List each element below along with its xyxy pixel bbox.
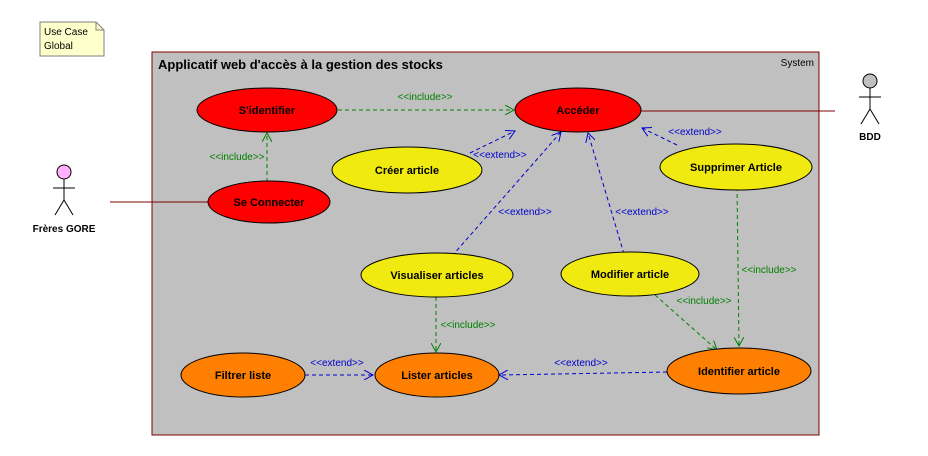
include-label: <<include>> xyxy=(397,92,452,103)
include-label: <<include>> xyxy=(741,265,796,276)
note-line-1: Use Case xyxy=(44,27,88,38)
extend-link xyxy=(588,133,625,255)
use-case-label: Se Connecter xyxy=(234,197,306,209)
actor-label: BDD xyxy=(859,132,881,143)
include-link xyxy=(737,186,739,346)
use-case-label: Accéder xyxy=(556,105,600,117)
use-case-modifier-article[interactable]: Modifier article xyxy=(560,251,700,297)
use-case-visualiser-articles[interactable]: Visualiser articles xyxy=(360,252,514,298)
actor-label: Frères GORE xyxy=(33,224,96,235)
include-label: <<include>> xyxy=(209,152,264,163)
use-case-label: Modifier article xyxy=(591,269,669,281)
use-case-label: Créer article xyxy=(375,165,439,177)
use-case-supprimer-article[interactable]: Supprimer Article xyxy=(659,143,813,191)
use-case-se-connecter[interactable]: Se Connecter xyxy=(207,180,331,224)
diagram-note: Use Case Global xyxy=(39,21,105,57)
use-case-acceder[interactable]: Accéder xyxy=(514,87,642,133)
extend-label: <<extend>> xyxy=(668,127,722,138)
include-label: <<include>> xyxy=(440,320,495,331)
extend-label: <<extend>> xyxy=(498,207,552,218)
use-case-label: S'identifier xyxy=(239,105,296,117)
stick-figure-icon xyxy=(859,73,881,125)
actor-bdd[interactable]: BDD xyxy=(859,73,881,143)
note-line-2: Global xyxy=(44,41,73,52)
extend-link xyxy=(499,372,668,375)
use-case-label: Visualiser articles xyxy=(390,270,483,282)
stick-figure-icon xyxy=(53,164,75,216)
use-case-label: Supprimer Article xyxy=(690,162,782,174)
use-case-label: Identifier article xyxy=(698,366,780,378)
relationships: <<include>> <<include>> <<extend>> <<ext… xyxy=(209,92,797,375)
extend-label: <<extend>> xyxy=(473,150,527,161)
extend-label: <<extend>> xyxy=(310,358,364,369)
use-case-sidentifier[interactable]: S'identifier xyxy=(196,87,338,133)
use-case-creer-article[interactable]: Créer article xyxy=(331,146,483,194)
use-case-label: Filtrer liste xyxy=(215,370,271,382)
extend-label: <<extend>> xyxy=(554,358,608,369)
use-case-lister-articles[interactable]: Lister articles xyxy=(374,352,500,398)
extend-link xyxy=(469,131,515,154)
system-title: Applicatif web d'accès à la gestion des … xyxy=(158,57,443,72)
use-case-filtrer-liste[interactable]: Filtrer liste xyxy=(180,352,306,398)
include-label: <<include>> xyxy=(676,296,731,307)
actor-freres-gore[interactable]: Frères GORE xyxy=(33,164,96,235)
use-case-identifier-article[interactable]: Identifier article xyxy=(666,347,812,395)
extend-label: <<extend>> xyxy=(615,207,669,218)
use-case-label: Lister articles xyxy=(401,370,473,382)
system-label: System xyxy=(781,58,814,69)
